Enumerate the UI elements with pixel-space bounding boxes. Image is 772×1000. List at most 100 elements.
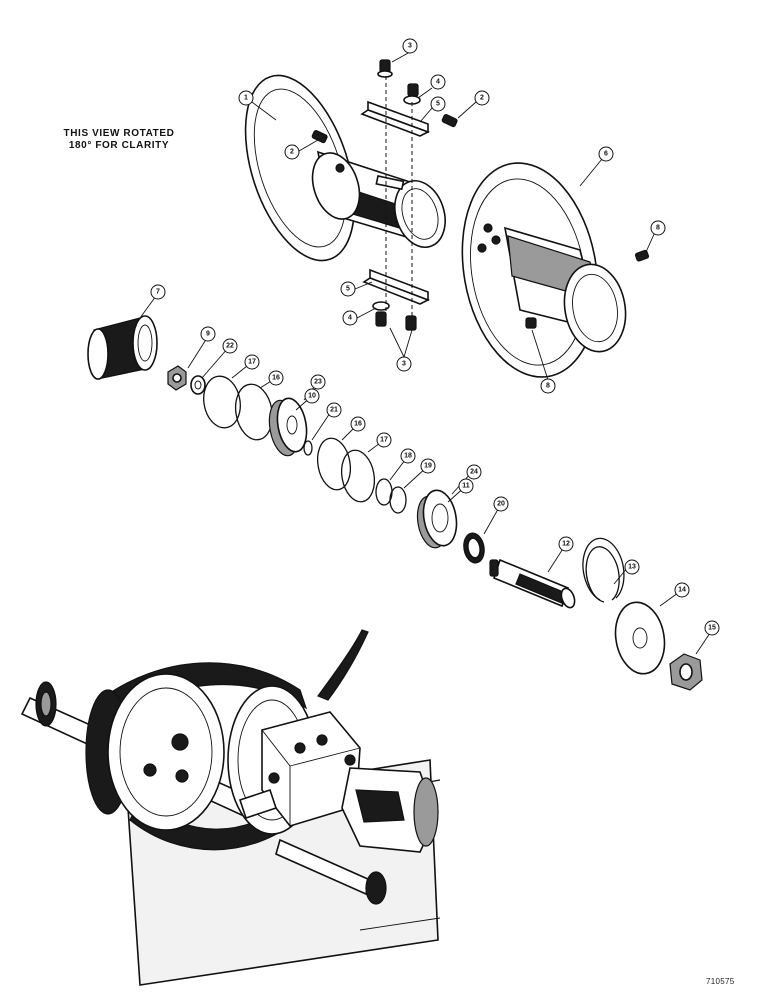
svg-text:4: 4 [436,79,440,86]
nut-9 [167,365,187,391]
shaft-12 [489,558,576,609]
callout-18: 18 [400,448,416,464]
grease-fitting-8-top [634,249,650,262]
rotation-note: THIS VIEW ROTATED 180° FOR CLARITY [44,128,194,152]
rotation-note-line-2: 180° FOR CLARITY [68,140,170,151]
svg-text:7: 7 [156,289,160,296]
callout-8a: 8 [650,220,666,236]
svg-text:5: 5 [436,101,440,108]
svg-text:16: 16 [354,421,362,428]
lock-washer-bottom-4 [372,301,390,311]
svg-text:11: 11 [462,483,470,490]
svg-text:9: 9 [206,331,210,338]
grease-fitting-8-bottom [525,317,537,329]
svg-text:23: 23 [314,379,322,386]
callout-16a: 16 [268,370,284,386]
key-upper-5 [360,100,431,137]
callout-16b: 16 [350,416,366,432]
svg-text:22: 22 [226,343,234,350]
callout-4b: 4 [342,310,358,326]
svg-text:5: 5 [346,286,350,293]
o-ring-17-lower [340,449,376,503]
cap-screw-top-left-3 [377,59,393,78]
rotation-note-line-1: THIS VIEW ROTATED [63,128,175,139]
sprocket-right [275,838,387,905]
callout-6: 6 [598,146,614,162]
svg-text:8: 8 [546,383,550,390]
washer-14 [614,601,666,675]
callout-11: 11 [458,478,474,494]
snap-ring-13 [582,537,625,603]
svg-text:10: 10 [308,393,316,400]
cap-screw-bottom-left-3 [375,311,387,327]
svg-text:2: 2 [480,95,484,102]
svg-text:24: 24 [470,469,478,476]
o-ring-19 [389,486,407,514]
callout-7: 7 [150,284,166,300]
gearbox [261,711,361,827]
svg-text:6: 6 [604,151,608,158]
callout-4a: 4 [430,74,446,90]
svg-text:13: 13 [628,564,636,571]
callout-23: 23 [310,374,326,390]
o-ring-16-lower [316,437,352,491]
svg-text:17: 17 [248,359,256,366]
callout-15: 15 [704,620,720,636]
callout-10: 10 [304,388,320,404]
svg-text:14: 14 [678,587,686,594]
callout-2b: 2 [474,90,490,106]
callout-5b: 5 [340,281,356,297]
drive-sheave-assembly [85,673,225,831]
cylinder-11 [416,489,458,549]
callout-19: 19 [420,458,436,474]
callout-21: 21 [326,402,342,418]
drive-assembly-view [20,662,441,986]
sheave-half-1 [244,74,446,262]
callout-22: 22 [222,338,238,354]
svg-text:1: 1 [244,95,248,102]
sprocket-left [35,681,57,727]
hydraulic-motor [341,767,439,853]
piston-10 [268,397,308,457]
washer-22 [190,375,206,395]
callout-3b: 3 [396,356,412,372]
svg-text:12: 12 [562,541,570,548]
svg-text:15: 15 [708,625,716,632]
callout-9: 9 [200,326,216,342]
callout-13: 13 [624,559,640,575]
callout-24: 24 [466,464,482,480]
o-ring-21 [303,440,313,456]
cap-screw-bottom-right-3 [405,315,417,331]
nut-15 [669,653,703,691]
callout-12: 12 [558,536,574,552]
seal-20 [463,532,485,564]
callout-2a: 2 [284,144,300,160]
svg-text:3: 3 [402,361,406,368]
callout-8b: 8 [540,378,556,394]
callout-20: 20 [493,496,509,512]
svg-text:21: 21 [330,407,338,414]
svg-text:8: 8 [656,225,660,232]
svg-text:20: 20 [497,501,505,508]
svg-text:2: 2 [290,149,294,156]
callout-3a: 3 [402,38,418,54]
callout-17a: 17 [244,354,260,370]
svg-text:17: 17 [380,437,388,444]
callout-14: 14 [674,582,690,598]
svg-text:16: 16 [272,375,280,382]
svg-text:19: 19 [424,463,432,470]
sheave-half-6 [461,162,627,378]
callout-1: 1 [238,90,254,106]
figure-number: 710575 [706,977,735,986]
o-ring-17-upper [203,375,241,429]
cap-screw-top-right-3 [407,83,419,97]
callout-5a: 5 [430,96,446,112]
svg-text:3: 3 [408,43,412,50]
svg-text:18: 18 [404,453,412,460]
set-screw-2-right [441,114,458,128]
bushing-7 [87,315,158,380]
key-lower-5 [362,268,430,305]
callout-17b: 17 [376,432,392,448]
callouts: 1 2 2 3 3 4 4 5 5 6 7 8 8 9 10 11 12 13 … [150,38,720,636]
